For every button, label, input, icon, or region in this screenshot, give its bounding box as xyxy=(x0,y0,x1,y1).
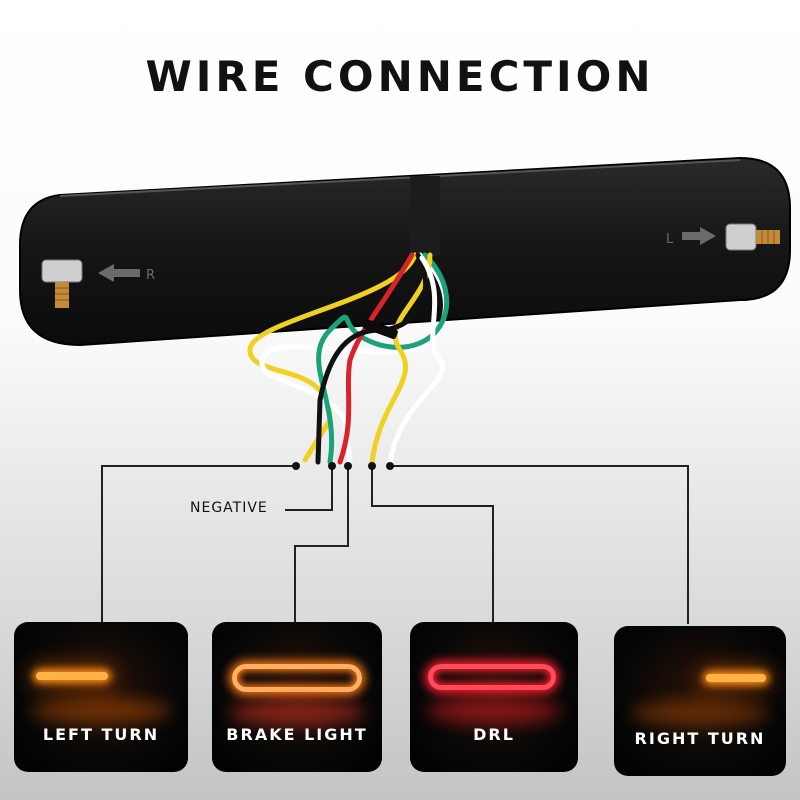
right-turn-reflection xyxy=(631,700,769,726)
left-turn-label: LEFT TURN xyxy=(42,725,160,744)
page-title: WIRE CONNECTION xyxy=(145,52,655,101)
left-turn-panel: LEFT TURN xyxy=(14,622,188,772)
left-turn-strip xyxy=(36,672,108,680)
wire-bundle xyxy=(247,252,450,465)
connection-lines xyxy=(101,465,689,624)
brake-light-panel: BRAKE LIGHT xyxy=(212,622,382,772)
brake-light-reflection xyxy=(229,700,365,726)
right-turn-panel: RIGHT TURN xyxy=(614,626,786,776)
right-bolt-icon xyxy=(725,223,780,251)
left-arrow-icon xyxy=(98,264,140,282)
drl-label: DRL xyxy=(473,725,515,744)
connection-dots xyxy=(292,462,394,470)
brake-light-ring xyxy=(232,664,362,692)
left-turn-reflection xyxy=(31,698,171,724)
left-bolt-icon xyxy=(41,259,83,308)
light-bar-body xyxy=(19,156,791,347)
drl-ring xyxy=(428,664,556,690)
left-arrow-letter: R xyxy=(146,268,155,283)
right-arrow-icon xyxy=(682,227,716,245)
drl-reflection xyxy=(426,698,562,724)
brake-light-label: BRAKE LIGHT xyxy=(226,725,368,744)
right-turn-label: RIGHT TURN xyxy=(634,729,766,748)
negative-label: NEGATIVE xyxy=(190,500,268,516)
right-arrow-letter: L xyxy=(666,232,674,247)
right-turn-strip xyxy=(706,674,766,682)
drl-panel: DRL xyxy=(410,622,578,772)
